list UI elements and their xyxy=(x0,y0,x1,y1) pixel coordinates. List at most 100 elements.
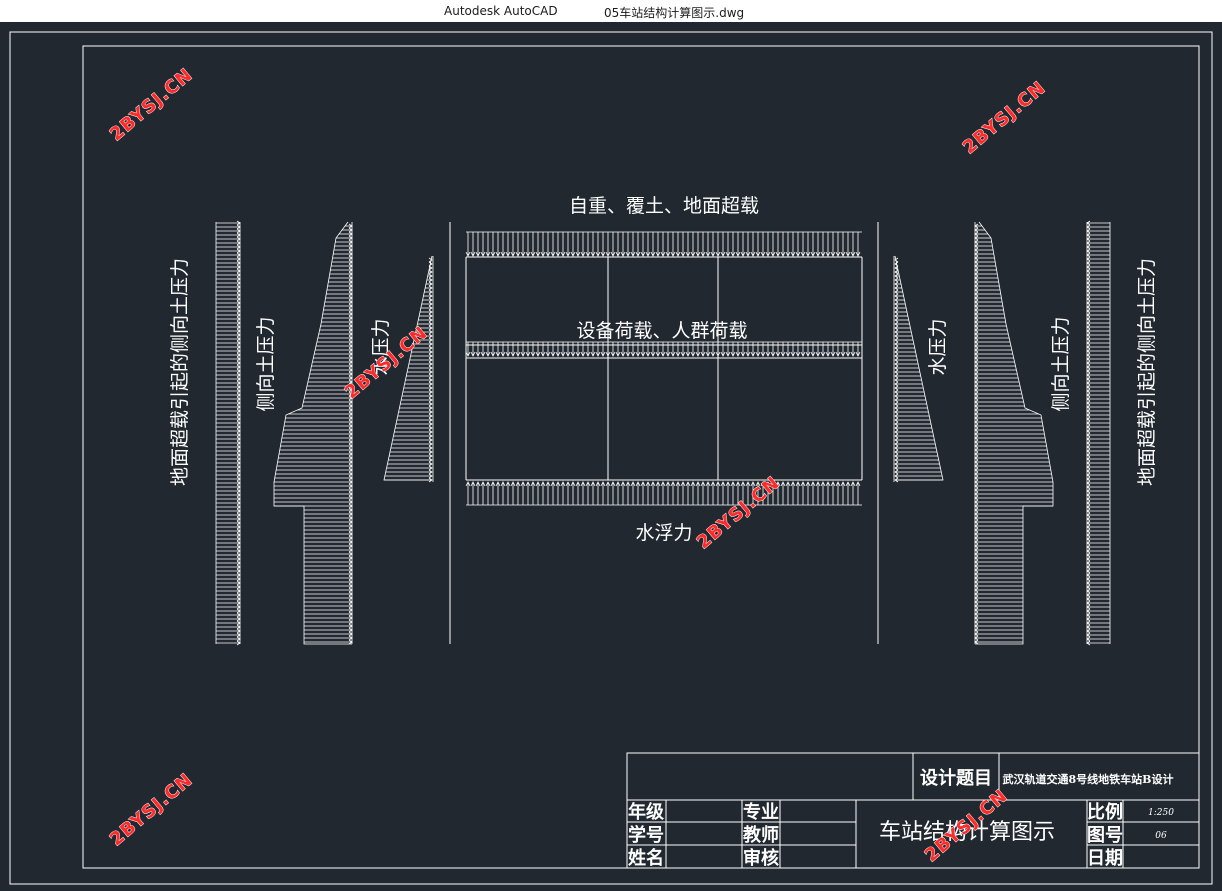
major-label: 专业 xyxy=(743,801,779,823)
left-surcharge-arrow-head xyxy=(236,392,241,398)
left-earth-arrow-head xyxy=(348,463,353,469)
left-surcharge-arrow-head xyxy=(236,240,241,246)
right-earth-arrow-head xyxy=(974,395,979,401)
right-water-pressure-label: 水压力 xyxy=(927,318,949,375)
right-surcharge-arrow-head xyxy=(1086,228,1091,234)
left-surcharge-arrow-head xyxy=(236,232,241,238)
right-water-arrow-head xyxy=(894,277,899,283)
left-surcharge-arrow-head xyxy=(236,308,241,314)
buoyancy-arrow-head xyxy=(720,481,726,487)
left-water-arrow-head xyxy=(428,357,433,363)
right-earth-arrow-head xyxy=(974,555,979,561)
top-load-arrow-head xyxy=(465,251,471,257)
right-surcharge-arrow-head xyxy=(1086,636,1091,642)
left-water-arrow-head xyxy=(428,285,433,291)
right-surcharge-arrow-head xyxy=(1086,472,1091,478)
right-water-arrow-head xyxy=(894,405,899,411)
right-surcharge-arrow-head xyxy=(1086,284,1091,290)
right-earth-arrow-head xyxy=(974,531,979,537)
left-water-arrow-head xyxy=(428,409,433,415)
left-water-arrow-head xyxy=(428,405,433,411)
buoyancy-label: 水浮力 xyxy=(635,522,692,544)
right-surcharge-arrow-head xyxy=(1086,436,1091,442)
right-surcharge-arrow-head xyxy=(1086,444,1091,450)
top-load-arrow-head xyxy=(585,251,591,257)
right-earth-arrow-head xyxy=(974,335,979,341)
right-water-arrow-head xyxy=(894,441,899,447)
right-earth-arrow-head xyxy=(974,427,979,433)
left-earth-arrow-head xyxy=(348,331,353,337)
left-water-arrow-head xyxy=(428,469,433,475)
top-load-arrow-head xyxy=(575,251,581,257)
buoyancy-arrow-head xyxy=(530,481,536,487)
station-frame xyxy=(449,222,879,644)
top-load-arrow-head xyxy=(650,251,656,257)
right-surcharge-arrow-head xyxy=(1086,248,1091,254)
top-load-arrow-head xyxy=(765,251,771,257)
right-earth-arrow-head xyxy=(974,631,979,637)
left-water-arrow-head xyxy=(428,453,433,459)
buoyancy-arrow-head xyxy=(725,481,731,487)
left-earth-arrow-head xyxy=(348,259,353,265)
right-earth-arrow-head xyxy=(974,579,979,585)
buoyancy-arrow-head xyxy=(750,481,756,487)
left-water-arrow-head xyxy=(428,381,433,387)
right-surcharge-arrow-head xyxy=(1086,424,1091,430)
left-earth-arrow-head xyxy=(348,251,353,257)
buoyancy-arrow-head xyxy=(595,481,601,487)
middle-load-arrow-head xyxy=(750,351,756,357)
right-earth-arrow-head xyxy=(974,611,979,617)
right-surcharge-arrow-head xyxy=(1086,508,1091,514)
left-surcharge-arrow-head xyxy=(236,416,241,422)
left-earth-arrow-head xyxy=(348,615,353,621)
left-earth-arrow-head xyxy=(348,431,353,437)
left-earth-arrow-head xyxy=(348,387,353,393)
left-earth-arrow-head xyxy=(348,295,353,301)
right-surcharge-arrow-head xyxy=(1086,360,1091,366)
left-water-arrow-head xyxy=(428,317,433,323)
right-water-arrow-head xyxy=(894,273,899,279)
left-earth-arrow-head xyxy=(348,315,353,321)
middle-load-arrow-head xyxy=(580,351,586,357)
top-load-arrow-head xyxy=(545,251,551,257)
right-surcharge-arrow-head xyxy=(1086,396,1091,402)
right-earth-arrow-head xyxy=(974,307,979,313)
middle-load-arrow-head xyxy=(555,351,561,357)
top-load-arrow-head xyxy=(505,251,511,257)
right-surcharge-arrow-head xyxy=(1086,296,1091,302)
right-water-arrow-head xyxy=(894,353,899,359)
left-surcharge-arrow-head xyxy=(236,640,241,646)
right-earth-arrow-head xyxy=(974,471,979,477)
right-earth-arrow-head xyxy=(974,431,979,437)
middle-load-arrow-head xyxy=(805,351,811,357)
left-water-arrow-head xyxy=(428,413,433,419)
buoyancy-arrow-head xyxy=(675,481,681,487)
buoyancy-arrow-head xyxy=(700,481,706,487)
right-earth-arrow-head xyxy=(974,279,979,285)
top-load-arrow-head xyxy=(615,251,621,257)
right-earth-arrow-head xyxy=(974,343,979,349)
right-earth-arrow-head xyxy=(974,387,979,393)
left-surcharge-arrow-head xyxy=(236,532,241,538)
left-surcharge-arrow-head xyxy=(236,468,241,474)
buoyancy-arrow-head xyxy=(525,481,531,487)
top-load-arrow-head xyxy=(850,251,856,257)
left-surcharge-arrow-head xyxy=(236,368,241,374)
middle-load-arrow-head xyxy=(570,351,576,357)
middle-load-arrow-head xyxy=(760,351,766,357)
right-earth-arrow-head xyxy=(974,595,979,601)
drawing-canvas[interactable]: 自重、覆土、地面超载 设备荷载、人群荷载 水浮力 地面超载引起的侧向土压力 侧向… xyxy=(0,22,1222,891)
top-load-arrow-head xyxy=(665,251,671,257)
left-surcharge-arrow-head xyxy=(236,248,241,254)
right-earth-arrow-head xyxy=(974,259,979,265)
right-surcharge-arrow-head xyxy=(1086,456,1091,462)
buoyancy-arrow-head xyxy=(850,481,856,487)
right-water-arrow-head xyxy=(894,325,899,331)
top-load-arrow-head xyxy=(700,251,706,257)
middle-load-arrow-head xyxy=(500,351,506,357)
right-water-arrow-head xyxy=(894,345,899,351)
buoyancy-arrow-head xyxy=(645,481,651,487)
left-earth-arrow-head xyxy=(348,375,353,381)
top-load-arrow-head xyxy=(595,251,601,257)
top-load-arrow-head xyxy=(490,251,496,257)
